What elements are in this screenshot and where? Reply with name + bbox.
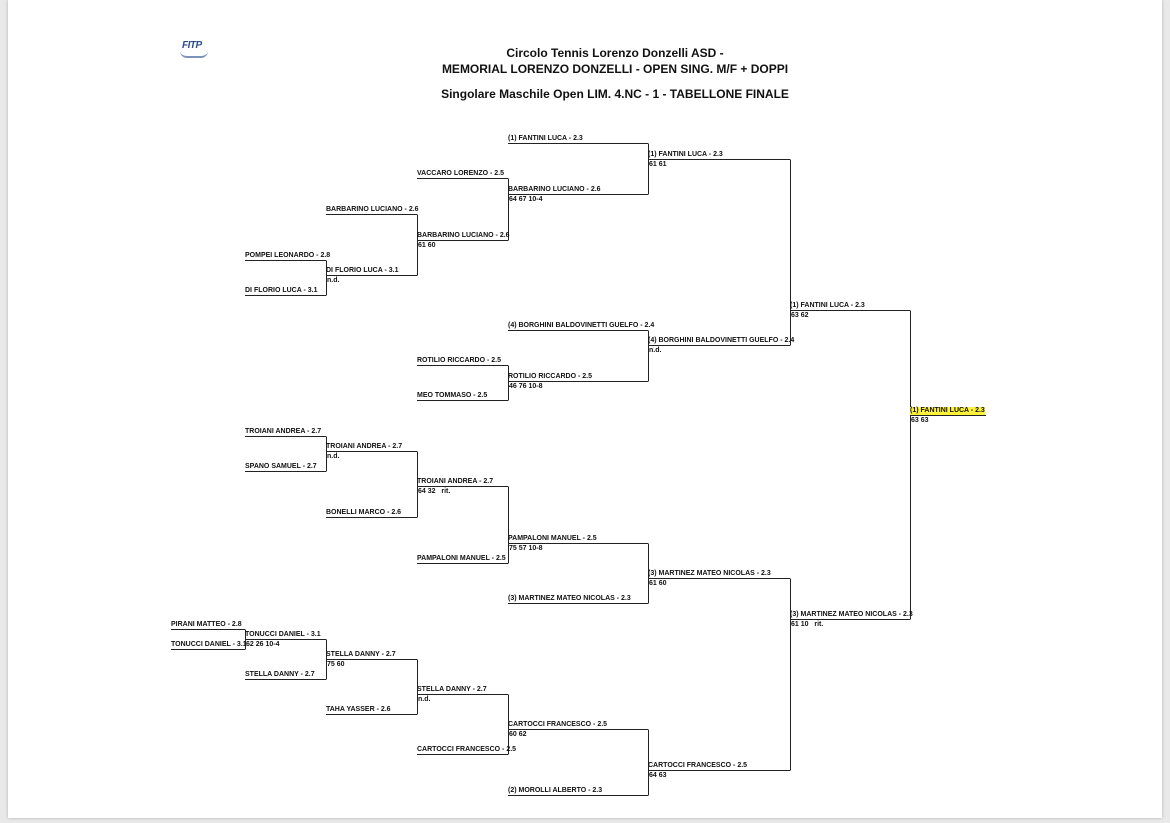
player-entry: POMPEI LEONARDO - 2.8 (245, 252, 331, 259)
match-score: 61 61 (649, 161, 667, 168)
match-score: 60 62 (509, 731, 527, 738)
player-entry: (1) FANTINI LUCA - 2.3 (508, 135, 583, 142)
logo-swoosh-icon (180, 51, 208, 58)
player-entry: TROIANI ANDREA - 2.7 (245, 428, 322, 435)
player-entry: ROTILIO RICCARDO - 2.5 (417, 357, 502, 364)
match-score: n.d. (649, 347, 662, 354)
player-entry: PAMPALONI MANUEL - 2.5 (508, 535, 597, 542)
match-score: 61 60 (418, 242, 436, 249)
player-entry: (3) MARTINEZ MATEO NICOLAS - 2.3 (648, 570, 771, 577)
match-score: 63 62 (791, 312, 809, 319)
match-score: 61 10 rit. (791, 621, 824, 628)
player-entry: SPANO SAMUEL - 2.7 (245, 463, 317, 470)
player-entry: (1) FANTINI LUCA - 2.3 (790, 302, 865, 309)
player-entry: TONUCCI DANIEL - 3.1 (245, 631, 321, 638)
fitp-logo: FITP (180, 40, 210, 58)
match-score: 63 63 (911, 417, 929, 424)
match-score: 46 76 10-8 (509, 383, 543, 390)
match-score: 64 63 (649, 772, 667, 779)
player-entry: BARBARINO LUCIANO - 2.6 (508, 186, 601, 193)
match-score: 64 32 rit. (418, 488, 451, 495)
match-score: n.d. (327, 453, 340, 460)
player-entry: BONELLI MARCO - 2.6 (326, 509, 402, 516)
player-entry: TROIANI ANDREA - 2.7 (326, 443, 403, 450)
player-entry: BARBARINO LUCIANO - 2.6 (326, 206, 419, 213)
player-entry: DI FLORIO LUCA - 3.1 (326, 267, 399, 274)
match-score: n.d. (327, 277, 340, 284)
player-entry: CARTOCCI FRANCESCO - 2.5 (417, 746, 517, 753)
player-entry: ROTILIO RICCARDO - 2.5 (508, 373, 593, 380)
match-score: 64 67 10-4 (509, 196, 543, 203)
player-entry: MEO TOMMASO - 2.5 (417, 392, 488, 399)
player-entry: (3) MARTINEZ MATEO NICOLAS - 2.3 (790, 611, 913, 618)
player-entry: TONUCCI DANIEL - 3.1 (171, 641, 247, 648)
player-entry: (3) MARTINEZ MATEO NICOLAS - 2.3 (508, 595, 631, 602)
player-entry: STELLA DANNY - 2.7 (326, 651, 396, 658)
match-score: 61 60 (649, 580, 667, 587)
player-entry: CARTOCCI FRANCESCO - 2.5 (508, 721, 608, 728)
header-draw-name: Singolare Maschile Open LIM. 4.NC - 1 - … (441, 87, 789, 101)
player-entry: PIRANI MATTEO - 2.8 (171, 621, 242, 628)
match-score: 75 60 (327, 661, 345, 668)
player-entry: STELLA DANNY - 2.7 (245, 671, 315, 678)
player-entry: (4) BORGHINI BALDOVINETTI GUELFO - 2.4 (648, 337, 795, 344)
logo-text: FITP (182, 40, 202, 51)
player-entry: (4) BORGHINI BALDOVINETTI GUELFO - 2.4 (508, 322, 655, 329)
match-score: 75 57 10-8 (509, 545, 543, 552)
player-entry: PAMPALONI MANUEL - 2.5 (417, 555, 506, 562)
player-entry: (2) MOROLLI ALBERTO - 2.3 (508, 787, 603, 794)
player-entry: BARBARINO LUCIANO - 2.6 (417, 232, 510, 239)
header-club-name: Circolo Tennis Lorenzo Donzelli ASD - (506, 46, 724, 60)
player-entry: (1) FANTINI LUCA - 2.3 (648, 151, 723, 158)
player-entry: DI FLORIO LUCA - 3.1 (245, 287, 318, 294)
tournament-winner: (1) FANTINI LUCA - 2.3 (910, 407, 985, 415)
header-tournament-name: MEMORIAL LORENZO DONZELLI - OPEN SING. M… (441, 62, 789, 76)
player-entry: CARTOCCI FRANCESCO - 2.5 (648, 762, 748, 769)
match-score: 62 26 10-4 (246, 641, 280, 648)
player-entry: TAHA YASSER - 2.6 (326, 706, 391, 713)
player-entry: TROIANI ANDREA - 2.7 (417, 478, 494, 485)
player-entry: VACCARO LORENZO - 2.5 (417, 170, 504, 177)
player-entry: STELLA DANNY - 2.7 (417, 686, 487, 693)
match-score: n.d. (418, 696, 431, 703)
